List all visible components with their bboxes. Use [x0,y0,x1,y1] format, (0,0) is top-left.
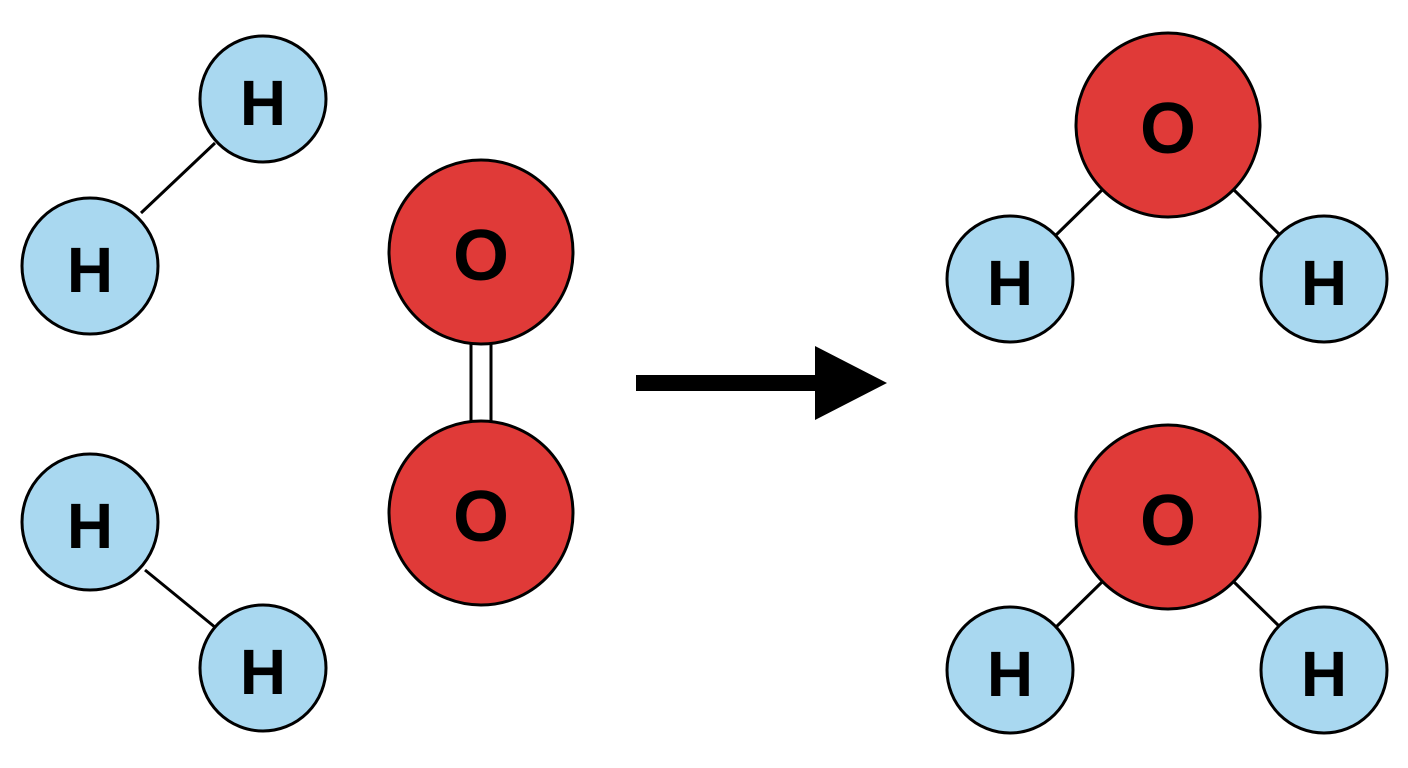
hydrogen-atom-water-2-left: H [945,605,1075,735]
hydrogen-atom-circle [20,452,160,592]
hydrogen-atom-circle [1259,214,1389,344]
hydrogen-atom-circle [198,34,328,164]
oxygen-atom-label: O [1140,89,1196,169]
oxygen-atom-circle [1074,31,1262,219]
hydrogen-molecule-1: H H [20,34,328,336]
o-h-bond [1052,188,1104,239]
oxygen-atom-water-1: O [1074,31,1262,219]
o-o-double-bond [469,334,493,434]
hydrogen-atom-label: H [240,67,286,139]
o-h-bond [1052,580,1104,631]
oxygen-atom-bottom: O [387,419,575,607]
hydrogen-atom-label: H [1301,638,1347,710]
hydrogen-atom-2b: H [198,603,328,733]
hydrogen-atom-circle [945,214,1075,344]
oxygen-atom-circle [1074,423,1262,611]
oxygen-atom-water-2: O [1074,423,1262,611]
hydrogen-atom-circle [1259,605,1389,735]
hydrogen-atom-2a: H [20,452,160,592]
water-molecule-2: O H H [945,423,1389,735]
h-h-bond-1 [139,141,217,215]
oxygen-atom-label: O [1140,481,1196,561]
o-h-bond [1232,188,1282,237]
oxygen-atom-circle [387,158,575,346]
h-h-bond-2 [144,568,217,630]
hydrogen-atom-label: H [1301,247,1347,319]
hydrogen-atom-label: H [67,490,113,562]
oxygen-atom-label: O [453,216,509,296]
hydrogen-atom-water-1-left: H [945,214,1075,344]
hydrogen-molecule-2: H H [20,452,328,733]
right-arrow-icon [636,346,887,420]
hydrogen-atom-water-1-right: H [1259,214,1389,344]
hydrogen-atom-label: H [240,636,286,708]
hydrogen-atom-circle [945,605,1075,735]
hydrogen-atom-circle [198,603,328,733]
hydrogen-atom-label: H [987,247,1033,319]
oxygen-atom-label: O [453,477,509,557]
hydrogen-atom-circle [20,196,160,336]
hydrogen-atom-1a: H [20,196,160,336]
hydrogen-atom-label: H [67,234,113,306]
oxygen-atom-top: O [387,158,575,346]
hydrogen-atom-water-2-right: H [1259,605,1389,735]
o-h-bond [1232,580,1282,629]
hydrogen-atom-1b: H [198,34,328,164]
water-molecule-1: O H H [945,31,1389,344]
oxygen-atom-circle [387,419,575,607]
hydrogen-atom-label: H [987,638,1033,710]
oxygen-molecule: O O [387,158,575,607]
